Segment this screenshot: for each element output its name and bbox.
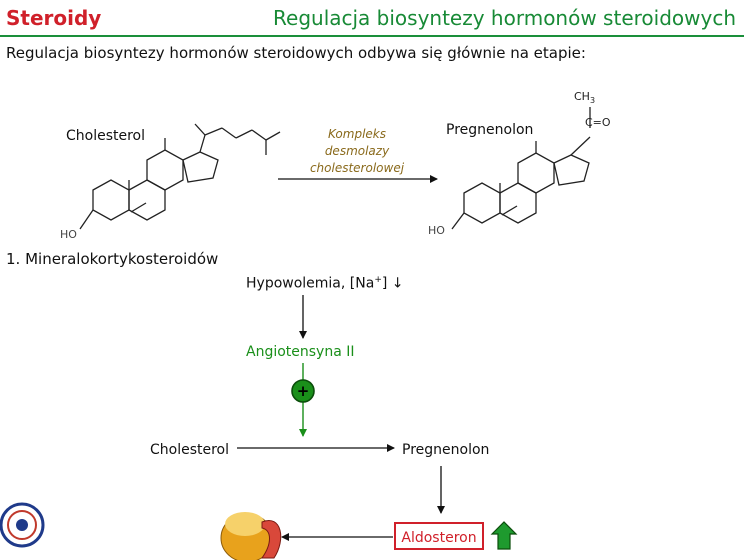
pregnenolon-structure [451,107,591,230]
activation-plus-icon [291,379,315,403]
flow-pregnenolon-label: Pregnenolon [402,442,490,458]
university-seal-icon [0,502,45,548]
adrenal-gland-icon [220,512,282,560]
stimulus-label: Hypowolemia, [Na+] ↓ [246,275,404,292]
methyl-label: CH3 [574,90,595,105]
green-up-arrow-icon [490,521,518,550]
cholesterol-hydroxyl-label: HO [60,228,77,241]
pregnenolon-hydroxyl-label: HO [428,224,445,237]
intro-text: Regulacja biosyntezy hormonów steroidowy… [6,44,586,62]
cholesterol-label: Cholesterol [66,128,146,144]
mediator-label: Angiotensyna II [246,344,355,360]
carbonyl-label: C=O [585,116,611,129]
flow-cholesterol-label: Cholesterol [150,442,230,458]
pregnenolon-label: Pregnenolon [446,122,534,138]
slide-title: Regulacja biosyntezy hormonów steroidowy… [273,6,736,30]
cholesterol-structure [79,123,281,230]
section-title: Steroidy [6,6,102,30]
enzyme-line-2: desmolazy [324,144,390,158]
enzyme-line-3: cholesterolowej [309,161,405,175]
aldosteron-box: Aldosteron [394,522,484,550]
enzyme-label: Kompleks desmolazy cholesterolowej [297,126,417,177]
header-divider [0,35,744,37]
enzyme-line-1: Kompleks [327,127,386,141]
section-heading: 1. Mineralokortykosteroidów [6,250,219,268]
activation-sign: + [297,382,310,400]
